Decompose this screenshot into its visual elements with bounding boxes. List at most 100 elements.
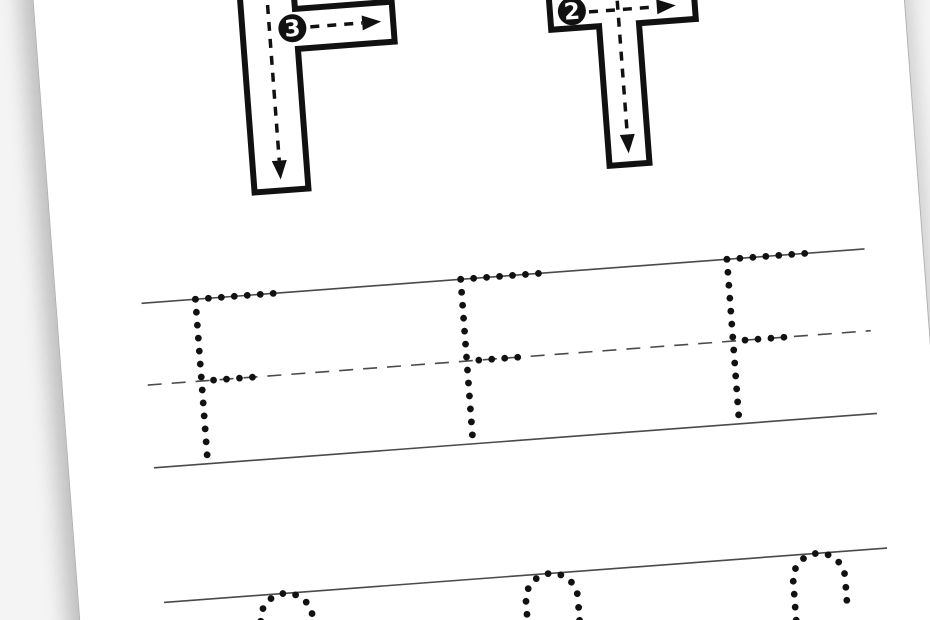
trace-dot bbox=[523, 610, 531, 618]
trace-guide-lines bbox=[141, 248, 888, 604]
stroke-arrow-down-head bbox=[619, 133, 635, 154]
trace-dot bbox=[230, 292, 238, 300]
stroke-number-badge bbox=[278, 14, 307, 43]
trace-dot bbox=[801, 250, 809, 257]
dotted-letter-f bbox=[522, 570, 583, 620]
trace-dot bbox=[723, 255, 731, 263]
trace-dot bbox=[824, 551, 832, 559]
trace-dot bbox=[196, 360, 204, 368]
trace-dot bbox=[462, 340, 469, 348]
trace-row-lowercase-f bbox=[257, 550, 851, 620]
stroke-arrow-right-line bbox=[588, 5, 657, 14]
trace-dot bbox=[203, 451, 211, 459]
trace-dot bbox=[243, 291, 251, 299]
trace-dot bbox=[792, 565, 799, 572]
uppercase-F-outline bbox=[228, 0, 414, 196]
trace-dot bbox=[790, 590, 798, 598]
stroke-arrow-right-head bbox=[361, 15, 382, 31]
trace-dot bbox=[457, 275, 465, 283]
trace-dot bbox=[210, 376, 217, 384]
trace-dot bbox=[217, 293, 225, 301]
trace-dot bbox=[461, 327, 468, 335]
trace-dot bbox=[573, 590, 581, 598]
trace-dot bbox=[202, 438, 210, 446]
trace-dot bbox=[488, 355, 496, 363]
dotted-letter-f bbox=[789, 550, 851, 620]
dotted-letter-F bbox=[457, 270, 542, 439]
guide-line-bottom bbox=[153, 412, 877, 469]
trace-dot bbox=[524, 585, 532, 593]
trace-dot bbox=[496, 272, 503, 280]
trace-dot bbox=[256, 290, 264, 298]
trace-dot bbox=[467, 418, 475, 426]
stroke-arrow-down-head bbox=[271, 159, 287, 180]
trace-dot bbox=[724, 268, 732, 276]
dotted-letter-f bbox=[257, 590, 316, 620]
trace-dot bbox=[792, 616, 800, 620]
trace-dot bbox=[501, 354, 509, 362]
trace-dot bbox=[575, 603, 583, 611]
trace-dot bbox=[475, 356, 483, 364]
stroke-arrow-right-head bbox=[656, 0, 676, 15]
trace-dot bbox=[269, 289, 277, 297]
trace-row-guides bbox=[141, 248, 877, 469]
trace-dot bbox=[789, 577, 797, 585]
trace-dot bbox=[468, 431, 476, 439]
trace-dot bbox=[195, 347, 203, 355]
trace-dot bbox=[576, 616, 583, 620]
demo-letter-lowercase-f: 2 bbox=[545, 0, 700, 170]
trace-dot bbox=[749, 253, 757, 261]
guide-line-top bbox=[164, 547, 888, 604]
stroke-number-label: 2 bbox=[563, 0, 581, 26]
trace-dot bbox=[841, 570, 848, 577]
trace-dot bbox=[458, 288, 466, 296]
trace-dot bbox=[726, 294, 734, 302]
stroke-number-badge bbox=[557, 0, 586, 26]
trace-row-guides bbox=[164, 547, 888, 604]
trace-dot bbox=[780, 333, 788, 341]
trace-dot bbox=[811, 550, 819, 557]
trace-dot bbox=[762, 252, 770, 260]
dotted-letter-F bbox=[192, 289, 277, 459]
lowercase-f-outline bbox=[545, 0, 700, 170]
trace-dot bbox=[733, 385, 741, 393]
trace-dot bbox=[199, 399, 207, 407]
trace-dot bbox=[544, 570, 552, 578]
trace-dot bbox=[775, 251, 783, 259]
stroke-arrow-right-line bbox=[310, 21, 363, 29]
trace-dot bbox=[835, 558, 843, 566]
trace-dot bbox=[731, 359, 739, 367]
trace-dot bbox=[194, 334, 202, 342]
trace-dot bbox=[292, 591, 300, 599]
trace-dot bbox=[741, 336, 749, 344]
trace-dot bbox=[470, 274, 478, 282]
trace-dot bbox=[223, 375, 230, 383]
trace-dot bbox=[730, 346, 738, 354]
trace-dot bbox=[279, 590, 287, 597]
trace-dot bbox=[466, 392, 473, 400]
trace-dot bbox=[754, 335, 762, 343]
trace-dot bbox=[467, 405, 474, 413]
trace-dot bbox=[535, 270, 542, 277]
trace-dot bbox=[514, 353, 522, 361]
trace-dot bbox=[736, 254, 744, 262]
trace-dot bbox=[842, 583, 850, 591]
trace-dot bbox=[522, 597, 530, 605]
dotted-letter-F bbox=[723, 250, 809, 419]
trace-dot bbox=[302, 598, 310, 606]
trace-dot bbox=[259, 605, 267, 612]
stroke-arrow-down-line bbox=[606, 0, 630, 135]
trace-dot bbox=[192, 295, 199, 303]
trace-dot bbox=[459, 301, 467, 309]
trace-dot bbox=[465, 379, 472, 387]
stroke-number-label: 3 bbox=[283, 16, 301, 43]
demo-letter-uppercase-F: 3 bbox=[228, 0, 414, 196]
trace-dot bbox=[843, 596, 851, 604]
trace-dot bbox=[735, 411, 743, 419]
trace-dot bbox=[198, 386, 206, 394]
trace-dot bbox=[568, 578, 575, 586]
trace-dot bbox=[483, 273, 490, 281]
trace-dot bbox=[725, 281, 733, 289]
trace-dot bbox=[729, 333, 737, 341]
trace-dot bbox=[728, 320, 736, 328]
